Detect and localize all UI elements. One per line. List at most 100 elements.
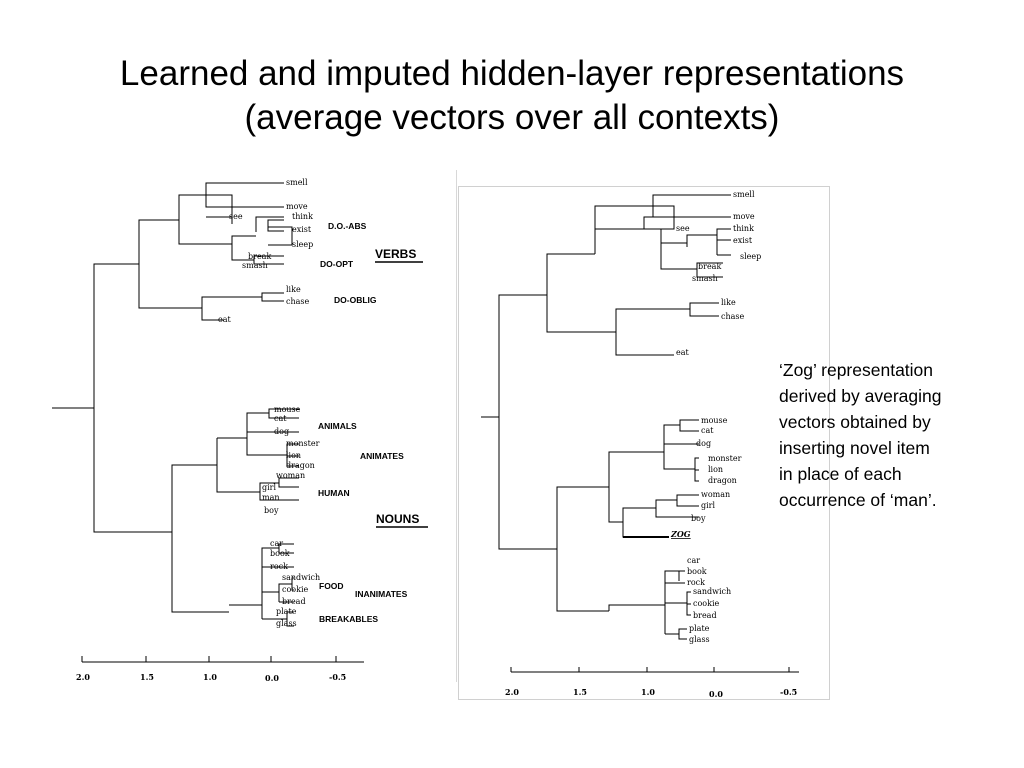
left-tree-branches (52, 182, 299, 627)
zog-explanation-note: ‘Zog’ representation derived by averagin… (779, 357, 1009, 513)
group-label-verbs: VERBS (375, 247, 416, 261)
left-leaf: glass (276, 619, 297, 628)
right-leaf: cookie (693, 599, 720, 608)
learned-representations-dendrogram: smell move see think exist sleep break s… (24, 170, 457, 683)
right-leaf: woman (701, 490, 730, 499)
group-label-do-opt: DO-OPT (320, 259, 354, 269)
right-leaf: rock (687, 578, 705, 587)
right-leaf: glass (689, 635, 710, 644)
left-leaf: dog (274, 427, 289, 436)
left-leaf: man (262, 493, 280, 502)
right-leaf: girl (701, 501, 716, 510)
group-label-do-oblig: DO-OBLIG (334, 295, 377, 305)
right-leaf: break (698, 262, 721, 271)
right-leaf: dog (696, 439, 711, 448)
right-leaf: plate (689, 624, 710, 633)
left-tree-axis (81, 656, 364, 663)
left-dendrogram-labels: smell move see think exist sleep break s… (76, 178, 428, 683)
left-leaf: sandwich (282, 573, 320, 582)
right-leaf: sandwich (693, 587, 731, 596)
left-leaf: car (270, 539, 283, 548)
left-leaf: lion (286, 451, 301, 460)
right-leaf: like (721, 298, 736, 307)
note-line: ‘Zog’ representation (779, 360, 934, 380)
left-leaf: smell (286, 178, 308, 187)
right-leaf: move (733, 212, 755, 221)
right-leaf: exist (733, 236, 753, 245)
left-leaf: rock (270, 562, 288, 571)
left-leaf: smash (242, 261, 268, 270)
right-axis-tick: 1.5 (573, 687, 587, 697)
right-leaf: see (676, 224, 690, 233)
left-dendrogram-svg (52, 182, 364, 663)
group-label-human: HUMAN (318, 488, 350, 498)
left-axis-tick: 1.5 (140, 672, 154, 682)
slide-title-line-2: (average vectors over all contexts) (244, 98, 780, 137)
right-leaf: monster (708, 454, 742, 463)
group-label-nouns: NOUNS (376, 512, 419, 526)
right-leaf: cat (701, 426, 714, 435)
note-line: occurrence of ‘man’. (779, 490, 937, 510)
right-leaf: book (687, 567, 707, 576)
left-leaf: woman (276, 471, 305, 480)
right-leaf: car (687, 556, 700, 565)
left-axis-tick: -0.5 (329, 672, 346, 682)
group-label-breakables: BREAKABLES (319, 614, 378, 624)
left-leaf: chase (286, 297, 310, 306)
note-line: inserting novel item (779, 438, 930, 458)
right-dendrogram-labels: smell move see think exist sleep break s… (505, 190, 797, 699)
slide-title: Learned and imputed hidden-layer represe… (0, 52, 1024, 140)
left-leaf: bread (282, 597, 306, 606)
slide-title-line-1: Learned and imputed hidden-layer represe… (119, 54, 905, 93)
right-axis-tick: -0.5 (780, 687, 797, 697)
left-leaf: mouse (274, 405, 301, 414)
left-leaf: break (248, 252, 271, 261)
right-tree-axis (510, 667, 799, 673)
note-line: derived by averaging (779, 386, 942, 406)
right-leaf: mouse (701, 416, 728, 425)
imputed-zog-dendrogram: smell move see think exist sleep break s… (458, 186, 830, 700)
left-leaf: plate (276, 607, 297, 616)
right-leaf: bread (693, 611, 717, 620)
left-leaf: cookie (282, 585, 309, 594)
left-axis-tick: 2.0 (76, 672, 90, 682)
right-leaf: chase (721, 312, 745, 321)
right-leaf: boy (691, 514, 706, 523)
right-leaf: eat (676, 348, 690, 357)
left-leaf: dragon (286, 461, 315, 470)
left-leaf: cat (274, 414, 287, 423)
right-leaf: lion (708, 465, 723, 474)
right-leaf: sleep (740, 252, 761, 261)
right-leaf: smell (733, 190, 755, 199)
left-leaf: think (292, 212, 313, 221)
label-underlines (375, 261, 428, 528)
note-line: in place of each (779, 464, 902, 484)
right-tree-branches (481, 194, 731, 640)
left-leaf: eat (218, 315, 232, 324)
right-axis-tick: 2.0 (505, 687, 519, 697)
left-leaf: move (286, 202, 308, 211)
group-label-food: FOOD (319, 581, 344, 591)
left-axis-tick: 1.0 (203, 672, 217, 682)
left-leaf: like (286, 285, 301, 294)
right-leaf: dragon (708, 476, 737, 485)
right-leaf-zog: ZOG (670, 529, 691, 539)
right-leaf: think (733, 224, 754, 233)
left-leaf: book (270, 549, 290, 558)
right-axis-tick: 0.0 (709, 689, 723, 699)
right-dendrogram-svg (481, 194, 799, 673)
note-line: vectors obtained by (779, 412, 931, 432)
group-label-animals: ANIMALS (318, 421, 357, 431)
right-leaf: smash (692, 274, 718, 283)
left-leaf: exist (292, 225, 312, 234)
left-leaf: monster (286, 439, 320, 448)
left-leaf: sleep (292, 240, 313, 249)
group-label-inanimates: INANIMATES (355, 589, 408, 599)
left-leaf: boy (264, 506, 279, 515)
left-leaf: see (229, 212, 243, 221)
group-label-animates: ANIMATES (360, 451, 404, 461)
left-axis-tick: 0.0 (265, 673, 279, 683)
group-label-do-abs: D.O.-ABS (328, 221, 367, 231)
right-axis-tick: 1.0 (641, 687, 655, 697)
left-leaf: girl (262, 483, 277, 492)
